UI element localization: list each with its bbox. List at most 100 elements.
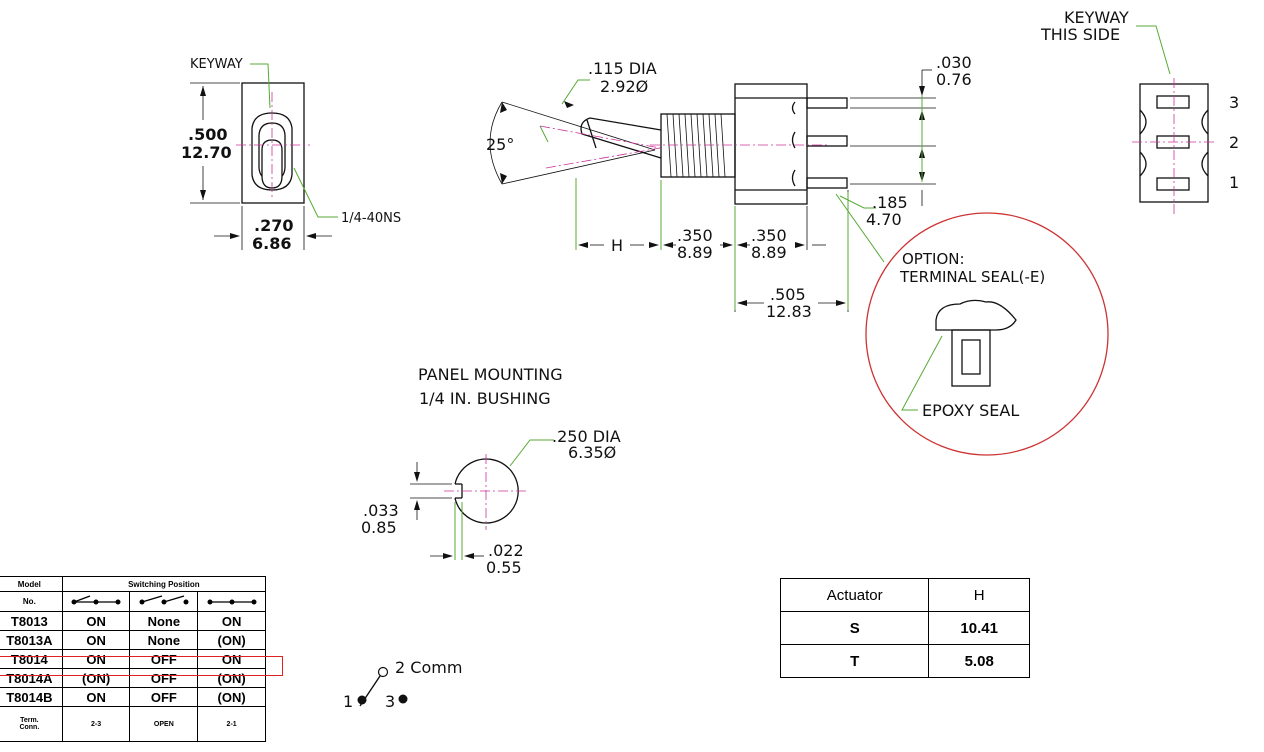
hole-dia-in-label: .250 DIA xyxy=(552,427,621,446)
model-cell: T8013 xyxy=(0,611,63,631)
term-w-in-label: .030 xyxy=(936,53,972,72)
position-1-cell: ON xyxy=(61,687,131,707)
side-view-dim-lines xyxy=(489,69,936,312)
keyway-side-label-2: THIS SIDE xyxy=(1040,25,1120,44)
option-label-2: TERMINAL SEAL(-E) xyxy=(899,268,1045,286)
table-row: T8013 ON None ON xyxy=(0,611,266,631)
panel-label-2: 1/4 IN. BUSHING xyxy=(419,389,551,408)
thread-label: 1/4-40NS xyxy=(341,211,401,226)
side-view xyxy=(580,83,848,205)
actuator-header: Actuator xyxy=(779,578,930,612)
model-cell: T8014 xyxy=(0,649,63,669)
panel-cutout-centerlines xyxy=(444,454,528,530)
front-view-arrows xyxy=(200,86,316,239)
position-1-cell: ON xyxy=(61,630,131,650)
body-in-label: .350 xyxy=(751,226,787,245)
side-view-centerlines xyxy=(539,125,830,169)
pin-1-label: 1 xyxy=(1229,173,1239,192)
actuator-cell: S xyxy=(779,611,930,645)
position-2-cell: OFF xyxy=(129,668,199,688)
pin-3-label: 3 xyxy=(1229,93,1239,112)
switching-position-table: Model Switching Position No. T8013 ON No… xyxy=(0,576,267,742)
h-cell: 10.41 xyxy=(928,611,1030,645)
position-3-cell: ON xyxy=(197,611,266,631)
h-cell: 5.08 xyxy=(928,644,1030,678)
model-cell: T8014B xyxy=(0,687,63,707)
key-w-mm-label: 0.55 xyxy=(486,558,522,577)
position-2-cell: None xyxy=(129,611,199,631)
key-depth-in-label: .033 xyxy=(363,501,399,520)
row-highlight-box xyxy=(0,656,283,676)
model-no-header: No. xyxy=(0,591,63,612)
conn-label: Conn. xyxy=(19,724,40,731)
side-view-leaders xyxy=(539,79,923,310)
term-len-mm-label: 12.83 xyxy=(766,302,812,321)
panel-cutout-arrows xyxy=(414,472,474,559)
term-pitch-mm-label: 4.70 xyxy=(866,210,902,229)
position-1-symbol xyxy=(61,591,131,612)
position-2-symbol xyxy=(129,591,199,612)
height-mm-label: 12.70 xyxy=(181,143,232,162)
model-header-text: Model xyxy=(17,579,41,589)
actuator-table: Actuator H S 10.41 T 5.08 xyxy=(779,578,1030,678)
table-row: T8014B ON OFF (ON) xyxy=(0,687,266,707)
model-cell: T8013A xyxy=(0,630,63,650)
table-row: Term.Conn. 2-3 OPEN 2-1 xyxy=(0,706,266,742)
table-row: T 5.08 xyxy=(779,644,1030,678)
table-row: T8014 ON OFF ON xyxy=(0,649,266,669)
panel-cutout-leaders xyxy=(454,439,554,560)
position-3-cell: ON xyxy=(197,649,266,669)
keyway-side-label-1: KEYWAY xyxy=(1064,8,1129,27)
epoxy-leader xyxy=(901,335,943,411)
panel-cutout-dims xyxy=(410,462,484,560)
term-pitch-in-label: .185 xyxy=(872,193,908,212)
table-row: T8013A ON None (ON) xyxy=(0,630,266,650)
epoxy-label: EPOXY SEAL xyxy=(922,401,1019,420)
lever-dia-in-label: .115 DIA xyxy=(588,59,657,78)
position-2-cell: OFF xyxy=(129,649,199,669)
pin-view-centerlines xyxy=(1132,78,1216,215)
schematic-1-label: 1 xyxy=(343,692,353,711)
keyway-label: KEYWAY xyxy=(190,57,243,72)
position-3-symbol xyxy=(197,591,266,612)
term-position-1-cell: 2-3 xyxy=(61,706,131,742)
switching-position-header: Switching Position xyxy=(61,576,267,592)
model-header: Model xyxy=(0,576,63,592)
panel-label-1: PANEL MOUNTING xyxy=(418,365,563,384)
width-mm-label: 6.86 xyxy=(252,234,291,253)
bush-in-label: .350 xyxy=(677,226,713,245)
schematic-3-label: 3 xyxy=(385,692,395,711)
body-mm-label: 8.89 xyxy=(751,243,787,262)
position-3-cell: (ON) xyxy=(197,668,266,688)
term-position-3-cell: 2-1 xyxy=(197,706,266,742)
table-row: T8014A (ON) OFF (ON) xyxy=(0,668,266,688)
front-view-leaders xyxy=(250,63,338,218)
schematic-symbol xyxy=(357,666,408,707)
position-1-cell: ON xyxy=(61,611,131,631)
term-position-2-cell: OPEN xyxy=(129,706,199,742)
pin-2-label: 2 xyxy=(1229,133,1239,152)
key-w-in-label: .022 xyxy=(488,541,524,560)
option-label-1: OPTION: xyxy=(902,250,965,268)
term-len-in-label: .505 xyxy=(770,285,806,304)
table-row: S 10.41 xyxy=(779,611,1030,645)
lever-dia-mm-label: 2.92Ø xyxy=(600,77,648,96)
front-view-centerlines xyxy=(236,92,310,200)
position-3-cell: (ON) xyxy=(197,687,266,707)
h-label: H xyxy=(611,236,623,255)
position-2-cell: None xyxy=(129,630,199,650)
side-view-arrows xyxy=(500,86,925,306)
h-header: H xyxy=(928,578,1030,612)
key-depth-mm-label: 0.85 xyxy=(361,518,397,537)
bush-mm-label: 8.89 xyxy=(677,243,713,262)
seal-option-circle xyxy=(865,212,1109,456)
term-label: Term. xyxy=(20,717,39,724)
position-2-cell: OFF xyxy=(129,687,199,707)
front-view xyxy=(190,82,332,250)
schematic-comm-label: 2 Comm xyxy=(395,658,462,677)
angle-label: 25° xyxy=(486,135,514,154)
term-conn-cell: Term.Conn. xyxy=(0,706,63,742)
hole-dia-mm-label: 6.35Ø xyxy=(568,443,616,462)
actuator-cell: T xyxy=(779,644,930,678)
